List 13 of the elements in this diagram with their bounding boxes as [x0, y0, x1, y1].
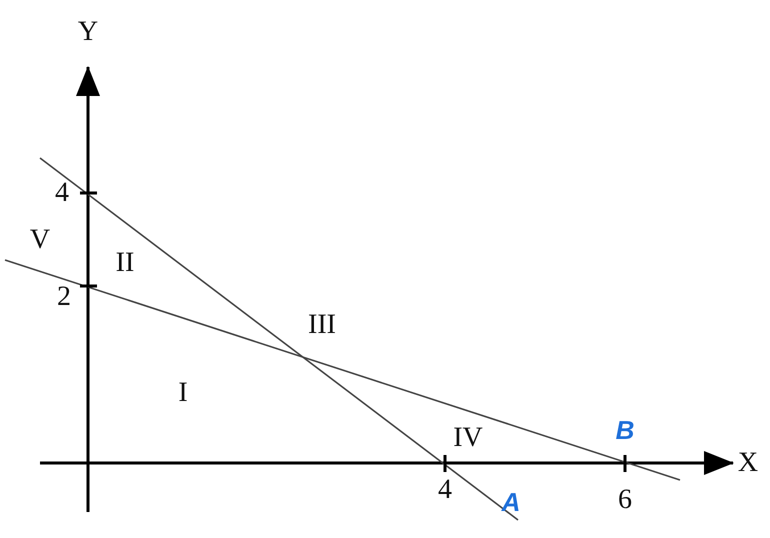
- region-label: II: [116, 249, 134, 277]
- tick-label: 6: [618, 486, 632, 514]
- point-label: A: [502, 489, 520, 515]
- tick-label: 4: [438, 476, 452, 504]
- axis-label: Y: [78, 18, 98, 46]
- tick-label: 2: [57, 283, 71, 311]
- region-label: III: [308, 311, 336, 339]
- region-label: V: [30, 226, 50, 254]
- region-label: IV: [453, 424, 483, 452]
- tick-label: 4: [55, 179, 69, 207]
- point-label: B: [616, 417, 634, 443]
- region-label: I: [178, 379, 188, 407]
- axis-label: X: [738, 449, 758, 477]
